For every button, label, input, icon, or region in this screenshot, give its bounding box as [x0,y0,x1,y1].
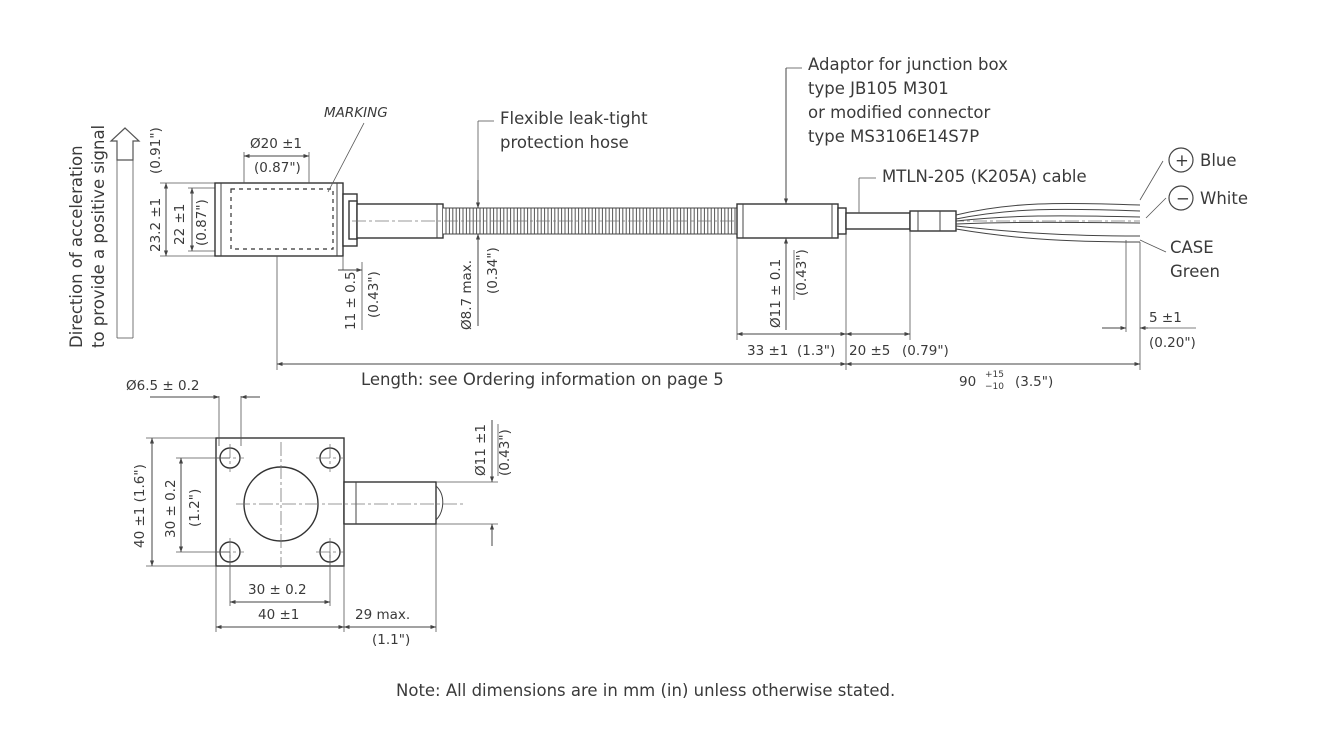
dim-dia8-7-inch: (0.34") [485,247,501,294]
dim-dia20-inch: (0.87") [254,160,301,176]
dim-90-lower: −10 [985,382,1004,392]
sensor-body [214,182,358,257]
dim-h40-label: 40 ±1 [258,607,299,623]
dim-dia11-01-inch: (0.43") [794,249,810,296]
dim-90-inch: (3.5") [1015,374,1053,390]
dim-11-inch: (0.43") [366,271,382,318]
dim-dia20-lines [243,152,310,183]
dim-dia8-7-label: Ø8.7 max. [459,260,475,330]
adaptor-label-line3: or modified connector [808,103,990,122]
minus-symbol: − [1176,189,1190,208]
front-horizontal-dims [215,524,437,632]
hose-label-line1: Flexible leak-tight [500,109,648,128]
wire-legend [1139,147,1194,253]
dim-90-label: 90 [959,374,976,390]
green-label: Green [1170,262,1220,281]
white-label: White [1200,189,1248,208]
dim-33-inch: (1.3") [797,343,835,359]
front-vertical-dims [146,437,230,567]
dim-5-inch: (0.20") [1149,335,1196,351]
acceleration-direction-arrow [109,127,141,339]
dim-22-label: 22 ±1 [172,204,188,245]
dim-20-inch: (0.79") [902,343,949,359]
dim-90-upper: +15 [985,370,1004,380]
adaptor-label-line1: Adaptor for junction box [808,55,1008,74]
plus-symbol: + [1175,151,1189,170]
dim-v40-label: 40 ±1 (1.6") [132,464,148,548]
height-dimensions [160,182,215,257]
acceleration-note-line2: to provide a positive signal [89,125,108,348]
minus-symbol-circle [1168,185,1194,211]
cable [845,202,1141,243]
dim-5-label: 5 ±1 [1149,310,1182,326]
blue-label: Blue [1200,151,1237,170]
acceleration-note-line1: Direction of acceleration [67,145,86,348]
dim-11-lines [338,256,363,273]
dim-dia20-label: Ø20 ±1 [250,136,302,152]
dim-23-2-inch: (0.91") [148,127,164,174]
dim-h30-label: 30 ± 0.2 [248,582,307,598]
dim-dia6-5-label: Ø6.5 ± 0.2 [126,378,199,394]
cable-label: MTLN-205 (K205A) cable [882,167,1087,186]
dim-v30-label: 30 ± 0.2 [163,479,179,538]
dim-22-inch: (0.87") [194,199,210,246]
dim-29-inch: (1.1") [372,632,410,648]
dim-v30-inch: (1.2") [187,489,203,527]
dim-11-label: 11 ± 0.5 [343,271,359,330]
hose-label-line2: protection hose [500,133,629,152]
dim-33-label: 33 ±1 [747,343,788,359]
length-label: Length: see Ordering information on page… [361,370,724,389]
case-label: CASE [1170,238,1214,257]
dim-dia11-front-lines [436,420,498,546]
length-dimensions [276,231,1196,370]
flange-front-view [215,437,464,568]
dimension-note: Note: All dimensions are in mm (in) unle… [396,681,895,700]
dim-dia11-front-inch: (0.43") [497,429,513,476]
dim-20-label: 20 ±5 [849,343,890,359]
dim-29-label: 29 max. [355,607,410,623]
dim-23-2-label: 23.2 ±1 [148,198,164,252]
marking-label: MARKING [324,105,388,121]
dim-dia11-01-label: Ø11 ± 0.1 [768,259,784,328]
dim-dia6-5-lines [150,394,260,446]
adaptor-label-line2: type JB105 M301 [808,79,949,98]
adaptor [736,203,847,239]
dim-dia11-front-label: Ø11 ±1 [473,424,489,476]
plus-symbol-circle [1168,147,1194,173]
adaptor-label-line4: type MS3106E14S7P [808,127,979,146]
